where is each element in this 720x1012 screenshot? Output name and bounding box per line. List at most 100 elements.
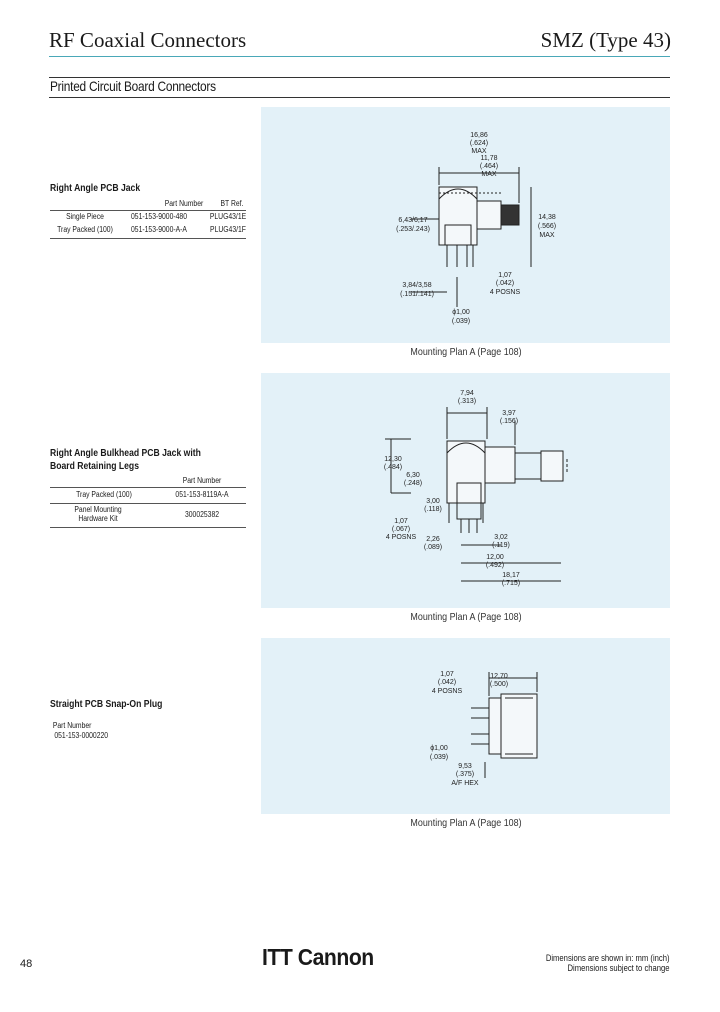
row-label: Single Piece [66,212,104,221]
dim-3-in: (.484) [384,464,402,471]
row-label: Panel Mounting Hardware Kit [74,505,122,523]
table-row: Panel Mounting Hardware Kit 300025382 [50,505,246,525]
dim-2-in: (.156) [500,418,518,425]
dim-6-in: (.042) [496,280,514,287]
dimensions-note: Dimensions are shown in: mm (inch) Dimen… [546,953,670,973]
section-rule-bottom [49,97,670,98]
table-rule [50,238,246,239]
dim-3: 12,30 [384,456,402,463]
dim-1-in: (.313) [458,398,476,405]
dim-5-in: (.151/.141) [400,291,434,298]
col-bt-ref: BT Ref. [220,199,244,208]
dim-1: 1,07 [440,671,454,678]
dim-2-in: (.500) [490,681,508,688]
col-part-number: Part Number [164,199,204,208]
dim-4: 9,53 [458,763,472,770]
dim-2: 3,97 [502,410,516,417]
dim-3-in: (.253/.243) [396,226,430,233]
itt-cannon-logo: ITT Cannon [262,944,374,970]
dim-4-max: MAX [539,232,555,239]
dim-6-posns: 4 POSNS [386,534,417,541]
dim-4-in: (.566) [538,223,556,230]
table-rule [50,487,246,488]
dim-1-in: (.042) [438,679,456,686]
dim-1-in: (.624) [470,140,488,147]
dim-1-posns: 4 POSNS [432,688,463,695]
product-2-title-line-1: Right Angle Bulkhead PCB Jack with [50,447,201,459]
dim-10-in: (.715) [502,580,520,587]
product-1-caption: Mounting Plan A (Page 108) [410,346,522,358]
dim-2: 11,78 [481,155,498,162]
dim-2: 12,70 [490,673,508,680]
section-title: Printed Circuit Board Connectors [50,78,216,94]
dim-4-in: (.375) [456,771,474,778]
product-1-title: Right Angle PCB Jack [50,182,141,194]
product-1-table: Part Number BT Ref. Single Piece 051-153… [50,199,246,239]
row-part-number: 051-153-9000-A-A [131,225,187,234]
product-3-caption: Mounting Plan A (Page 108) [410,817,522,829]
table-rule [50,527,246,528]
dim-3: 6,43/6,17 [398,217,427,224]
dim-5-in: (.118) [424,506,442,513]
row-part-number: 051-153-8119A-A [175,490,229,499]
dim-5: 3,00 [426,498,440,505]
dim-4-hex: A/F HEX [451,780,479,787]
dim-2-max: MAX [481,171,497,178]
product-2-table: Part Number Tray Packed (100) 051-153-81… [50,476,246,528]
dim-7-in: (.039) [452,318,470,325]
table-row: Tray Packed (100) 051-153-8119A-A [50,490,246,502]
dim-1: 16,86 [470,132,488,139]
dim-6: 1,07 [498,272,512,279]
dim-7-in: (.089) [424,544,442,551]
table-rule [50,210,246,211]
dim-6-in: (.067) [392,526,410,533]
table-rule [50,503,246,504]
dim-2-in: (.464) [480,163,498,170]
product-2-title: Right Angle Bulkhead PCB Jack with Board… [50,447,239,473]
dim-1-max: MAX [471,148,487,155]
dim-7: ϕ1,00 [452,309,470,316]
section-rule-top [49,77,670,78]
dim-1: 7,94 [460,390,474,397]
product-3-drawing-panel: 1,07 (.042) 4 POSNS 12,70 (.500) ϕ1,00 (… [261,638,670,814]
dim-8-in: (.119) [492,542,510,549]
product-3-title: Straight PCB Snap-On Plug [50,698,163,710]
dimensions-note-line-1: Dimensions are shown in: mm (inch) [546,953,670,963]
dim-3-in: (.039) [430,754,448,761]
row-bt-ref: PLUG43/1F [210,225,246,234]
product-1-drawing-panel: 16,86 (.624) MAX 11,78 (.464) MAX 6,43/6… [261,107,670,343]
part-label: Part Number [52,721,92,730]
table-row: Tray Packed (100) 051-153-9000-A-A PLUG4… [50,225,246,237]
part-number: 051-153-0000220 [54,731,109,740]
row-bt-ref: PLUG43/1E [209,212,247,221]
product-3-part-info: Part Number 051-153-0000220 [50,721,246,743]
dim-9-in: (.492) [486,562,504,569]
row-label: Tray Packed (100) [57,225,113,234]
row-part-number: 051-153-9000-480 [131,212,187,221]
header-title: RF Coaxial Connectors [49,28,247,52]
dim-4: 14,38 [538,214,556,221]
dim-9: 12,00 [486,554,504,561]
dim-4-in: (.248) [404,480,422,487]
row-part-number: 300025382 [184,510,220,519]
dim-5: 3,84/3,58 [402,282,431,289]
product-2-caption: Mounting Plan A (Page 108) [410,611,522,623]
product-2-title-line-2: Board Retaining Legs [50,460,139,472]
table-row: Single Piece 051-153-9000-480 PLUG43/1E [50,212,246,224]
header-product: SMZ (Type 43) [540,28,671,52]
dim-6: 1,07 [394,518,408,525]
dim-10: 18,17 [502,572,520,579]
dim-7: 2,26 [426,536,440,543]
dimensions-note-line-2: Dimensions subject to change [567,963,670,973]
product-2-drawing: 7,94 (.313) 3,97 (.156) 12,30 (.484) 6,3… [384,390,568,587]
part-number-row: 051-153-0000220 [50,731,246,743]
col-part-number: Part Number [182,476,222,485]
dim-8: 3,02 [494,534,508,541]
dim-3: ϕ1,00 [430,745,448,752]
product-3-drawing: 1,07 (.042) 4 POSNS 12,70 (.500) ϕ1,00 (… [430,671,538,787]
table-header-row: Part Number BT Ref. [50,199,246,211]
dim-4: 6,30 [406,472,420,479]
product-2-drawing-panel: 7,94 (.313) 3,97 (.156) 12,30 (.484) 6,3… [261,373,670,608]
dim-6-posns: 4 POSNS [490,289,521,296]
row-label: Tray Packed (100) [76,490,132,499]
